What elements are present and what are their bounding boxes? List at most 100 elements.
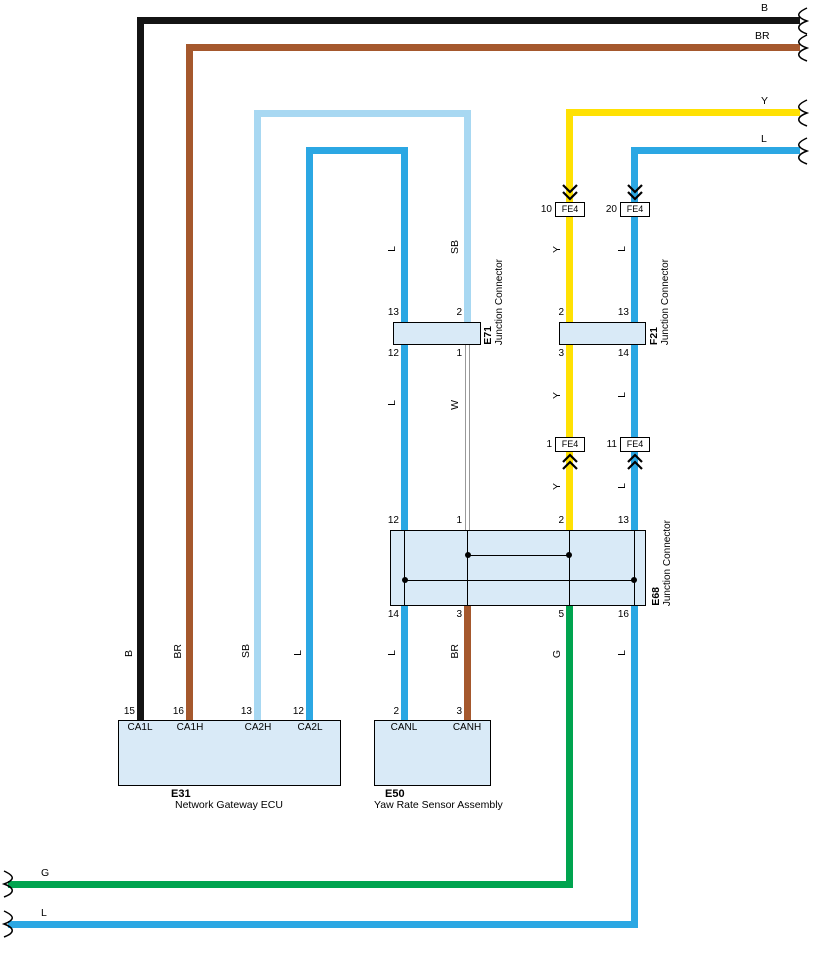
junction-dot: [631, 577, 637, 583]
wire-br-e68-e50: [464, 606, 471, 720]
wire-color-label: G: [551, 650, 563, 659]
wire-g-vertical: [566, 606, 573, 888]
wire-color-label: L: [616, 483, 628, 489]
e68-pin-number: 5: [558, 609, 564, 620]
wire-b-top-horizontal: [137, 17, 800, 24]
e31-pin-number: 12: [292, 706, 304, 717]
wire-break-icon: [798, 99, 810, 127]
wire-color-label: BR: [172, 644, 184, 659]
junction-dot: [566, 552, 572, 558]
fe4-pin-number: 10: [540, 204, 552, 215]
wire-l-e71-e68: [401, 345, 408, 530]
wire-color-label: L: [386, 246, 398, 252]
wire-color-label: Y: [551, 483, 563, 491]
e50-pin-number: 2: [393, 706, 399, 717]
e71-pin-number: 2: [456, 307, 462, 318]
e68-pin-number: 12: [387, 515, 399, 526]
wire-l-vertical-e31: [306, 147, 313, 720]
wire-break-icon: [1, 870, 13, 898]
e68-code: E68: [650, 587, 662, 606]
wire-br-top-horizontal: [186, 44, 800, 51]
wire-sb-top-horizontal: [254, 110, 471, 117]
f21-name: Junction Connector: [660, 258, 671, 345]
e71-junction-box: [393, 322, 481, 345]
wire-color-label: Y: [551, 246, 563, 254]
e31-name: Network Gateway ECU: [175, 799, 283, 811]
edge-wire-label: Y: [761, 95, 769, 107]
fe4-pin-number: 20: [605, 204, 617, 215]
e31-pin-number: 15: [123, 706, 135, 717]
e31-code: E31: [171, 788, 191, 800]
wire-w-e71-e68: [465, 345, 470, 530]
f21-pin-number: 13: [617, 307, 629, 318]
e68-internal-bus-high: [468, 555, 570, 556]
e68-pin-number: 14: [387, 609, 399, 620]
wire-color-label: SB: [240, 644, 252, 659]
connector-arrow-up-icon: [627, 453, 643, 470]
wire-break-icon: [798, 34, 810, 62]
e68-pin-number: 16: [617, 609, 629, 620]
wire-color-label: L: [616, 650, 628, 656]
fe4-pin-number: 11: [606, 439, 617, 450]
e31-pin-number: 16: [172, 706, 184, 717]
wire-color-label: BR: [449, 644, 461, 659]
wire-break-icon: [1, 910, 13, 938]
e68-pin-number: 1: [456, 515, 462, 526]
wire-l-vertical-e71-top: [401, 147, 408, 322]
e71-pin-number: 12: [387, 348, 399, 359]
e68-pin-number: 3: [456, 609, 462, 620]
e68-internal-line: [467, 531, 468, 605]
junction-dot: [465, 552, 471, 558]
wire-color-label: L: [386, 650, 398, 656]
wire-sb-vertical-e31: [254, 110, 261, 720]
f21-pin-number: 3: [558, 348, 564, 359]
e31-terminal-label: CA2L: [297, 722, 323, 733]
e68-junction-box: [390, 530, 646, 606]
wire-l-e68-e50: [401, 606, 408, 720]
wire-l-loop-horizontal: [306, 147, 408, 154]
e50-name: Yaw Rate Sensor Assembly: [374, 799, 503, 811]
fe4-connector: FE4: [555, 202, 585, 217]
wire-br-vertical: [186, 44, 193, 720]
wire-break-icon: [798, 7, 810, 35]
wire-color-label: L: [616, 392, 628, 398]
e31-terminal-label: CA1H: [176, 722, 204, 733]
edge-wire-label: B: [761, 2, 769, 14]
f21-code: F21: [648, 326, 660, 345]
f21-junction-box: [559, 322, 646, 345]
wire-l-vertical-top: [631, 147, 638, 322]
edge-wire-label: G: [41, 867, 50, 879]
e71-pin-number: 13: [387, 307, 399, 318]
wire-color-label: B: [123, 650, 135, 658]
wire-b-vertical: [137, 17, 144, 720]
e71-code: E71: [482, 326, 494, 345]
fe4-connector: FE4: [620, 437, 650, 452]
wire-l-top-horizontal: [631, 147, 800, 154]
e31-pin-number: 13: [240, 706, 252, 717]
edge-wire-label: BR: [755, 30, 770, 42]
wire-color-label: L: [292, 650, 304, 656]
wire-color-label: Y: [551, 392, 563, 400]
wire-g-bottom-horizontal: [8, 881, 573, 888]
e31-ecu-box: [118, 720, 341, 786]
wire-sb-vertical-e71: [464, 110, 471, 322]
e31-terminal-label: CA2H: [244, 722, 272, 733]
e68-pin-number: 2: [558, 515, 564, 526]
wire-break-icon: [798, 137, 810, 165]
e68-internal-line: [404, 531, 405, 605]
e68-name: Junction Connector: [662, 519, 673, 606]
edge-wire-label: L: [41, 907, 47, 919]
e50-terminal-label: CANH: [452, 722, 482, 733]
e68-internal-bus-low: [405, 580, 635, 581]
wire-l-bottom-horizontal: [8, 921, 638, 928]
wire-y-top-horizontal: [566, 109, 800, 116]
e71-pin-number: 1: [456, 348, 462, 359]
connector-arrow-up-icon: [562, 453, 578, 470]
junction-dot: [402, 577, 408, 583]
fe4-connector: FE4: [555, 437, 585, 452]
wire-color-label: L: [386, 400, 398, 406]
wire-color-label: W: [449, 400, 461, 410]
fe4-pin-number: 1: [546, 439, 552, 450]
wire-color-label: SB: [449, 240, 461, 255]
